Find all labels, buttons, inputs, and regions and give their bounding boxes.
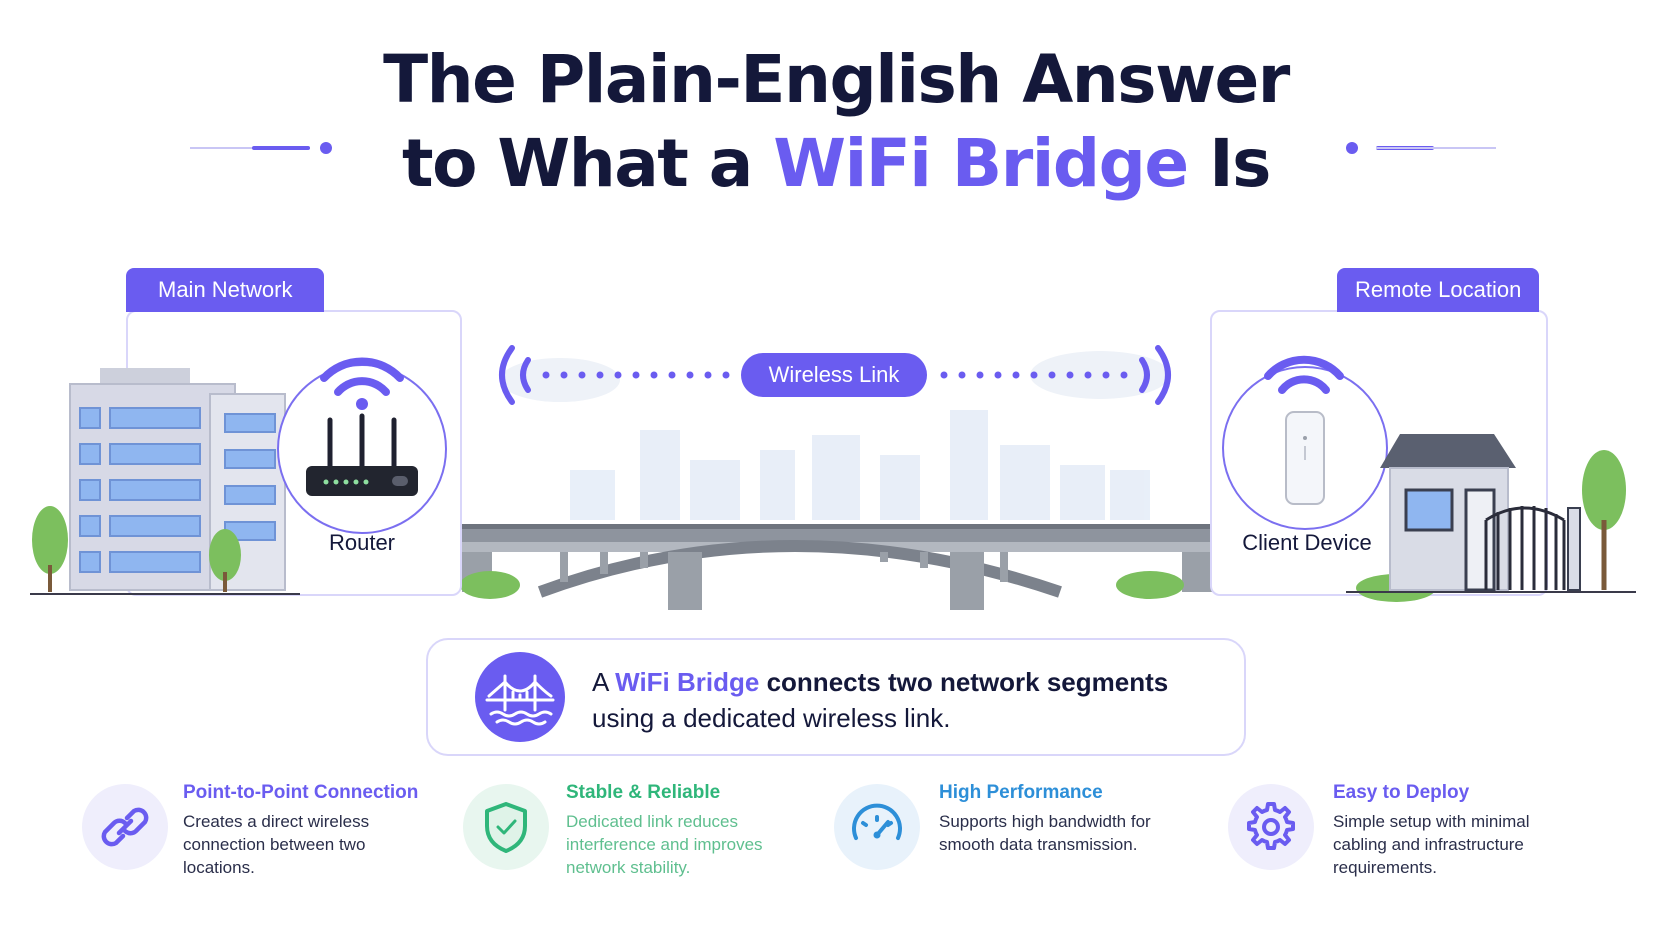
definition-box: A WiFi Bridge connects two network segme… [426, 638, 1246, 756]
client-device-icon [1285, 411, 1325, 505]
definition-line-1: A WiFi Bridge connects two network segme… [592, 664, 1232, 700]
wireless-link-label: Wireless Link [741, 353, 927, 397]
link-chain-icon [101, 807, 149, 847]
wireless-link-dotted-line [499, 345, 1171, 405]
shrubs [460, 571, 1184, 599]
title-decoration-left [190, 142, 340, 154]
feature-title-2: Stable & Reliable [566, 782, 721, 803]
speedometer-icon [852, 803, 902, 840]
title-decoration-right [1346, 142, 1496, 154]
main-network-tag: Main Network [126, 268, 325, 312]
title-accent: WiFi Bridge [773, 125, 1189, 202]
feature-desc-4: Simple setup with minimal cabling and in… [1333, 812, 1530, 877]
bridge-icon-large [462, 524, 1212, 610]
feature-title-3: High Performance [939, 782, 1103, 803]
feature-desc-3: Supports high bandwidth for smooth data … [939, 812, 1151, 854]
router-wifi-icon [320, 357, 404, 410]
feature-title-4: Easy to Deploy [1333, 782, 1470, 803]
feature-icon-1 [82, 784, 168, 870]
office-building-icon [30, 368, 300, 595]
title-line-2-suffix: Is [1187, 125, 1271, 202]
gear-icon [1247, 802, 1295, 850]
title-line-2-prefix: to What a [402, 125, 774, 202]
bridge-icon [475, 652, 565, 742]
definition-text: A WiFi Bridge connects two network segme… [592, 664, 1232, 736]
remote-location-tag: Remote Location [1337, 268, 1540, 312]
title-line-2: to What a WiFi Bridge Is [0, 122, 1672, 206]
client-device-label: Client Device [1242, 530, 1372, 555]
page-title: The Plain-English Answer to What a WiFi … [0, 38, 1672, 206]
house-icon [1346, 434, 1636, 602]
feature-title-1: Point-to-Point Connection [183, 782, 419, 803]
router-icon [306, 413, 418, 496]
feature-desc-1: Creates a direct wireless connection bet… [183, 812, 370, 877]
definition-line-2: using a dedicated wireless link. [592, 703, 951, 733]
feature-desc-2: Dedicated link reduces interference and … [566, 812, 763, 877]
definition-highlight: WiFi Bridge [615, 667, 760, 697]
title-line-1: The Plain-English Answer [383, 41, 1290, 118]
client-wifi-icon [1264, 355, 1344, 394]
city-skyline [570, 410, 1150, 520]
definition-prefix: A [592, 667, 616, 697]
shield-check-icon [485, 802, 527, 853]
feature-icon-2 [463, 784, 549, 870]
definition-rest-line-1: connects two network segments [759, 667, 1169, 697]
feature-icon-3 [834, 784, 920, 870]
feature-icon-4 [1228, 784, 1314, 870]
router-label: Router [328, 530, 396, 555]
